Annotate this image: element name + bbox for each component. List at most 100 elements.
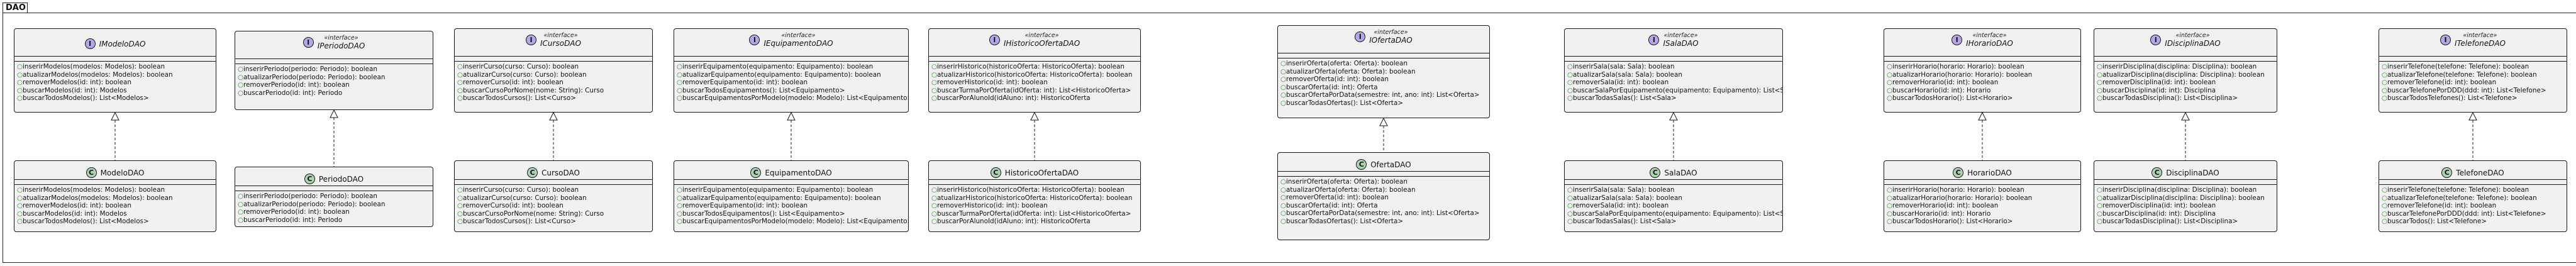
method-row[interactable]: ○inserirHistorico(historicoOferta: Histo… [931, 63, 1138, 71]
method-row[interactable]: ○inserirTelefone(telefone: Telefone): bo… [2382, 186, 2564, 194]
method-row[interactable]: ○buscarTodos(): List<Telefone> [2382, 218, 2564, 226]
interface-iequipamento-dao[interactable]: I«interface»IEquipamentoDAO○inserirEquip… [674, 28, 909, 113]
method-row[interactable]: ○removerPeriodo(id: int): boolean [238, 208, 430, 216]
method-row[interactable]: ○atualizarCurso(curso: Curso): boolean [457, 194, 650, 202]
method-row[interactable]: ○atualizarModelos(modelos: Modelos): boo… [17, 71, 213, 79]
method-row[interactable]: ○atualizarHorario(horario: Horario): boo… [1887, 71, 2078, 79]
method-row[interactable]: ○buscarTodasOfertas(): List<Oferta> [1280, 218, 1487, 226]
method-row[interactable]: ○inserirEquipamento(equipamento: Equipam… [677, 63, 906, 71]
method-row[interactable]: ○inserirHorario(horario: Horario): boole… [1887, 63, 2078, 71]
method-row[interactable]: ○buscarPeriodo(id: int): Periodo [238, 89, 430, 97]
method-row[interactable]: ○removerEquipamento(id: int): boolean [677, 202, 906, 210]
method-row[interactable]: ○buscarCursoPorNome(nome: String): Curso [457, 210, 650, 218]
method-row[interactable]: ○buscarEquipamentosPorModelo(modelo: Mod… [677, 218, 908, 226]
method-row[interactable]: ○removerOferta(id: int): boolean [1280, 194, 1487, 202]
method-row[interactable]: ○buscarEquipamentosPorModelo(modelo: Mod… [677, 94, 908, 103]
interface-idisciplina-dao[interactable]: I«interface»IDisciplinaDAO○inserirDiscip… [2094, 28, 2277, 113]
method-row[interactable]: ○inserirPeriodo(periodo: Periodo): boole… [238, 192, 430, 201]
method-row[interactable]: ○atualizarModelos(modelos: Modelos): boo… [17, 194, 213, 202]
method-row[interactable]: ○buscarTodasDisciplina(): List<Disciplin… [2097, 218, 2274, 226]
method-row[interactable]: ○buscarOferta(id: int): Oferta [1280, 84, 1487, 92]
method-row[interactable]: ○buscarTodosHorario(): List<Horario> [1887, 218, 2078, 226]
interface-icurso-dao[interactable]: I«interface»ICursoDAO○inserirCurso(curso… [454, 28, 653, 113]
method-row[interactable]: ○buscarPorAlunoId(idAluno: int): Histori… [931, 94, 1138, 103]
method-row[interactable]: ○buscarHorario(id: int): Horario [1887, 210, 2078, 218]
method-row[interactable]: ○removerSala(id: int): boolean [1567, 202, 1780, 210]
method-row[interactable]: ○atualizarOferta(oferta: Oferta): boolea… [1280, 186, 1487, 194]
method-row[interactable]: ○atualizarSala(sala: Sala): boolean [1567, 71, 1780, 79]
method-row[interactable]: ○inserirHorario(horario: Horario): boole… [1887, 186, 2078, 194]
method-row[interactable]: ○inserirDisciplina(disciplina: Disciplin… [2097, 63, 2274, 71]
method-row[interactable]: ○removerModelos(id: int): boolean [17, 79, 213, 87]
interface-ihistorico-oferta-dao[interactable]: I«interface»IHistoricoOfertaDAO○inserirH… [928, 28, 1141, 113]
method-row[interactable]: ○buscarHorario(id: int): Horario [1887, 87, 2078, 95]
method-row[interactable]: ○atualizarEquipamento(equipamento: Equip… [677, 194, 906, 202]
method-row[interactable]: ○atualizarHistorico(historicoOferta: His… [931, 71, 1138, 79]
method-row[interactable]: ○atualizarDisciplina(disciplina: Discipl… [2097, 71, 2274, 79]
method-row[interactable]: ○buscarTodosTelefones(): List<Telefone> [2382, 94, 2564, 103]
method-row[interactable]: ○removerHorario(id: int): boolean [1887, 79, 2078, 87]
method-row[interactable]: ○atualizarSala(sala: Sala): boolean [1567, 194, 1780, 202]
method-row[interactable]: ○inserirDisciplina(disciplina: Disciplin… [2097, 186, 2274, 194]
method-row[interactable]: ○removerPeriodo(id: int): boolean [238, 81, 430, 89]
method-row[interactable]: ○buscarDisciplina(id: int): Disciplina [2097, 87, 2274, 95]
method-row[interactable]: ○inserirSala(sala: Sala): boolean [1567, 186, 1780, 194]
method-row[interactable]: ○inserirOferta(oferta: Oferta): boolean [1280, 60, 1487, 68]
method-row[interactable]: ○buscarModelos(id: int): Modelos [17, 210, 213, 218]
method-row[interactable]: ○removerHistorico(id: int): boolean [931, 202, 1138, 210]
method-row[interactable]: ○atualizarEquipamento(equipamento: Equip… [677, 71, 906, 79]
method-row[interactable]: ○buscarCursoPorNome(nome: String): Curso [457, 87, 650, 95]
method-row[interactable]: ○removerHorario(id: int): boolean [1887, 202, 2078, 210]
interface-ihorario-dao[interactable]: I«interface»IHorarioDAO○inserirHorario(h… [1884, 28, 2081, 113]
method-row[interactable]: ○atualizarHistorico(historicoOferta: His… [931, 194, 1138, 202]
method-row[interactable]: ○buscarTurmaPorOferta(idOferta: int): Li… [931, 210, 1138, 218]
method-row[interactable]: ○inserirOferta(oferta: Oferta): boolean [1280, 178, 1487, 186]
method-row[interactable]: ○atualizarOferta(oferta: Oferta): boolea… [1280, 68, 1487, 76]
method-row[interactable]: ○removerEquipamento(id: int): boolean [677, 79, 906, 87]
method-row[interactable]: ○inserirModelos(modelos: Modelos): boole… [17, 63, 213, 71]
method-row[interactable]: ○buscarPeriodo(id: int): Periodo [238, 216, 430, 224]
interface-iperiodo-dao[interactable]: I«interface»IPeriodoDAO○inserirPeriodo(p… [235, 31, 433, 110]
method-row[interactable]: ○buscarTelefonePorDDD(ddd: int): List<Te… [2382, 210, 2564, 218]
method-row[interactable]: ○atualizarCurso(curso: Curso): boolean [457, 71, 650, 79]
method-row[interactable]: ○atualizarPeriodo(periodo: Periodo): boo… [238, 201, 430, 209]
method-row[interactable]: ○removerCurso(id: int): boolean [457, 202, 650, 210]
method-row[interactable]: ○buscarTodasOfertas(): List<Oferta> [1280, 99, 1487, 108]
method-row[interactable]: ○atualizarHorario(horario: Horario): boo… [1887, 194, 2078, 202]
method-row[interactable]: ○buscarTodasDisciplina(): List<Disciplin… [2097, 94, 2274, 103]
method-row[interactable]: ○inserirSala(sala: Sala): boolean [1567, 63, 1780, 71]
method-row[interactable]: ○buscarTodasSalas(): List<Sala> [1567, 218, 1780, 226]
method-row[interactable]: ○inserirCurso(curso: Curso): boolean [457, 186, 650, 194]
method-row[interactable]: ○atualizarTelefone(telefone: Telefone): … [2382, 194, 2564, 202]
method-row[interactable]: ○inserirHistorico(historicoOferta: Histo… [931, 186, 1138, 194]
method-row[interactable]: ○atualizarDisciplina(disciplina: Discipl… [2097, 194, 2274, 202]
method-row[interactable]: ○buscarTodosHorario(): List<Horario> [1887, 94, 2078, 103]
method-row[interactable]: ○removerTelefone(id: int): boolean [2382, 79, 2564, 87]
method-row[interactable]: ○inserirModelos(modelos: Modelos): boole… [17, 186, 213, 194]
interface-itelefone-dao[interactable]: I«interface»ITelefoneDAO○inserirTelefone… [2379, 28, 2567, 113]
method-row[interactable]: ○removerDisciplina(id: int): boolean [2097, 79, 2274, 87]
method-row[interactable]: ○buscarDisciplina(id: int): Disciplina [2097, 210, 2274, 218]
method-row[interactable]: ○buscarSalaPorEquipamento(equipamento: E… [1567, 210, 1782, 218]
method-row[interactable]: ○buscarTurmaPorOferta(idOferta: int): Li… [931, 87, 1138, 95]
method-row[interactable]: ○buscarTodosCursos(): List<Curso> [457, 218, 650, 226]
method-row[interactable]: ○buscarPorAlunoId(idAluno: int): Histori… [931, 218, 1138, 226]
method-row[interactable]: ○buscarOfertaPorData(semestre: int, ano:… [1280, 91, 1487, 99]
method-row[interactable]: ○removerDisciplina(id: int): boolean [2097, 202, 2274, 210]
method-row[interactable]: ○inserirEquipamento(equipamento: Equipam… [677, 186, 906, 194]
method-row[interactable]: ○buscarTelefonePorDDD(ddd: int): List<Te… [2382, 87, 2564, 95]
method-row[interactable]: ○buscarTodosModelos(): List<Modelos> [17, 94, 213, 103]
method-row[interactable]: ○buscarTodosEquipamentos(): List<Equipam… [677, 210, 906, 218]
interface-ioferta-dao[interactable]: I«interface»IOfertaDAO○inserirOferta(ofe… [1277, 25, 1490, 118]
method-row[interactable]: ○inserirCurso(curso: Curso): boolean [457, 63, 650, 71]
